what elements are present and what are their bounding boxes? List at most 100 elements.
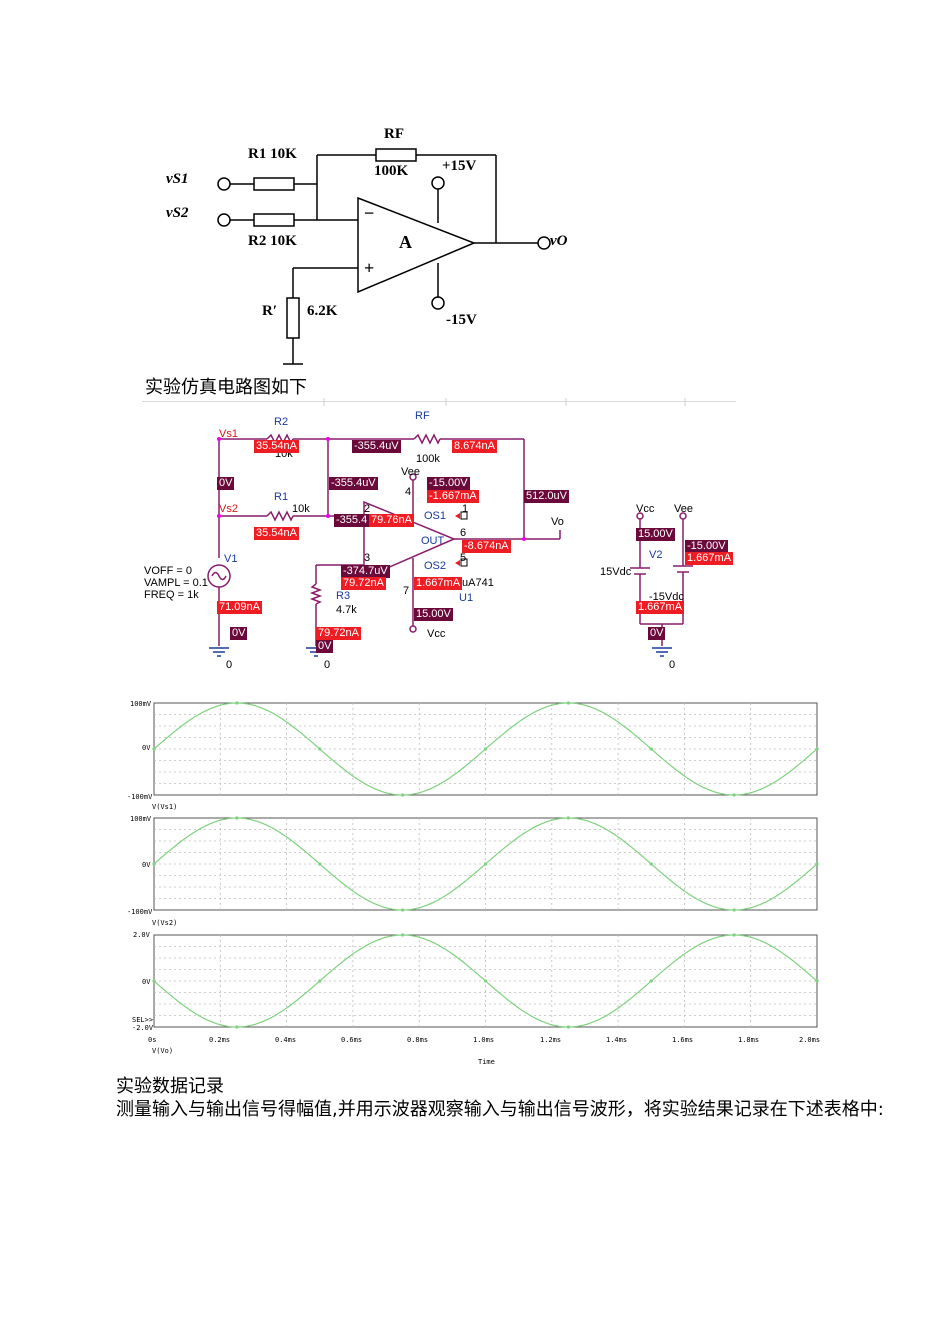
data-point — [152, 862, 156, 866]
panel1-ymid: 0V — [142, 744, 151, 752]
rprime-label: R′ — [262, 303, 278, 319]
probe-rf-current: 8.674nA — [452, 440, 497, 453]
sim-vcc2-label: Vcc — [636, 503, 655, 515]
xtick-1: 0.2ms — [209, 1036, 231, 1044]
amp-label: A — [399, 232, 412, 252]
panel3-ymid: 0V — [142, 978, 151, 986]
plot-panel-1 — [152, 701, 819, 797]
data-point — [815, 747, 819, 751]
probe-vs-node: 0V — [217, 477, 235, 490]
probe-vcc-voltage: 15.00V — [414, 608, 453, 621]
probe-gnd1-voltage: 0V — [230, 627, 248, 640]
sim-gnd1: 0 — [226, 659, 233, 671]
data-point — [815, 862, 819, 866]
sim-rf-value: 100k — [416, 453, 440, 465]
probe-r1-current: 35.54nA — [254, 527, 299, 540]
sim-vcc-label: Vcc — [427, 628, 446, 640]
xtick-9: 1.8ms — [738, 1036, 760, 1044]
rprime-value: 6.2K — [307, 303, 338, 319]
plus-sign: + — [364, 258, 375, 278]
xtick-3: 0.6ms — [341, 1036, 363, 1044]
x-axis-label: Time — [478, 1058, 495, 1066]
vplus-label: +15V — [442, 158, 477, 174]
sim-voff: VOFF = 0 — [144, 565, 192, 577]
data-point — [732, 908, 736, 912]
sim-pin1: 1 — [462, 503, 469, 515]
sim-15vdc: 15Vdc — [600, 566, 632, 578]
xtick-0: 0s — [148, 1036, 157, 1044]
sim-gnd3: 0 — [669, 659, 676, 671]
sim-r2-label: R2 — [274, 416, 289, 428]
sim-os2-label: OS2 — [424, 560, 447, 572]
sim-v2-label: V2 — [649, 549, 663, 561]
sim-freq: FREQ = 1k — [144, 589, 199, 601]
sim-r1-label: R1 — [274, 491, 289, 503]
data-point — [483, 979, 488, 983]
sim-r3-value: 4.7k — [336, 604, 357, 616]
sim-vo-label: Vo — [551, 516, 564, 528]
plot-panel-2 — [152, 816, 819, 912]
sim-r1-value: 10k — [292, 503, 310, 515]
sim-vee2-label: Vee — [674, 503, 693, 515]
sim-pin3: 3 — [364, 552, 371, 564]
panel3-ybot: -2.0V — [132, 1024, 154, 1032]
sim-m15vdc: -15Vdc — [649, 591, 684, 603]
waveform-plots — [152, 701, 819, 1029]
probe-v2-current: 1.667mA — [636, 601, 685, 614]
sim-vs2-label: Vs2 — [219, 503, 238, 515]
probe-r3-current: 79.72nA — [316, 627, 361, 640]
data-point — [649, 747, 653, 751]
data-point — [566, 1025, 570, 1029]
xtick-7: 1.4ms — [606, 1036, 628, 1044]
data-point — [235, 701, 239, 705]
data-point — [235, 816, 239, 820]
panel3-legend: V(Vo) — [152, 1047, 174, 1055]
rf-value: 100K — [374, 163, 409, 179]
data-point — [152, 979, 156, 983]
sim-vampl: VAMPL = 0.1 — [144, 577, 208, 589]
data-point — [649, 979, 653, 983]
probe-out-voltage: 512.0uV — [524, 490, 569, 503]
data-point — [566, 816, 570, 820]
plot-panel-3 — [152, 933, 819, 1029]
panel2-legend: V(Vs2) — [152, 919, 178, 927]
probe-gnd2-voltage: 0V — [316, 640, 334, 653]
ideal-schematic — [217, 148, 551, 365]
probe-vee-voltage: -15.00V — [427, 477, 470, 490]
sim-r3-label: R3 — [336, 590, 351, 602]
panel3-sel: SEL>> — [132, 1016, 154, 1024]
data-point — [483, 862, 488, 866]
vs1-label: vS1 — [166, 171, 189, 187]
probe-pin3-voltage: -374.7uV — [341, 565, 390, 578]
sim-pin4: 4 — [405, 486, 412, 498]
sim-pin2: 2 — [364, 503, 371, 515]
sim-pin7: 7 — [403, 585, 410, 597]
instructions-paragraph: 测量输入与输出信号得幅值,并用示波器观察输入与输出信号波形，将实验结果记录在下述… — [116, 1099, 884, 1120]
panel2-ytop: 100mV — [130, 815, 152, 823]
data-point — [815, 979, 819, 983]
xtick-6: 1.2ms — [540, 1036, 562, 1044]
data-point — [649, 862, 653, 866]
sim-u1: U1 — [459, 592, 474, 604]
sim-vee-label: Vee — [401, 466, 420, 478]
data-point — [235, 1025, 239, 1029]
probe-inv-voltage-top: -355.4uV — [352, 440, 401, 453]
sim-v1-label: V1 — [224, 553, 238, 565]
data-point — [483, 747, 488, 751]
data-point — [401, 793, 405, 797]
probe-v1-current: 71.09nA — [217, 601, 262, 614]
data-point — [732, 933, 736, 937]
xtick-2: 0.4ms — [275, 1036, 297, 1044]
panel1-legend: V(Vs1) — [152, 803, 178, 811]
sim-pin5: 5 — [460, 552, 467, 564]
panel3-ytop: 2.0V — [133, 931, 150, 939]
probe-inv-voltage-mid: -355.4uV — [329, 477, 378, 490]
probe-r2-current: 35.54nA — [254, 440, 299, 453]
probe-pin2-current: 79.76nA — [369, 514, 414, 527]
sim-out-label: OUT — [421, 535, 445, 547]
probe-v2-vee-current: 1.667mA — [685, 552, 734, 565]
r1-label: R1 10K — [248, 146, 297, 162]
data-point — [401, 933, 405, 937]
data-point — [732, 793, 736, 797]
xtick-5: 1.0ms — [473, 1036, 495, 1044]
